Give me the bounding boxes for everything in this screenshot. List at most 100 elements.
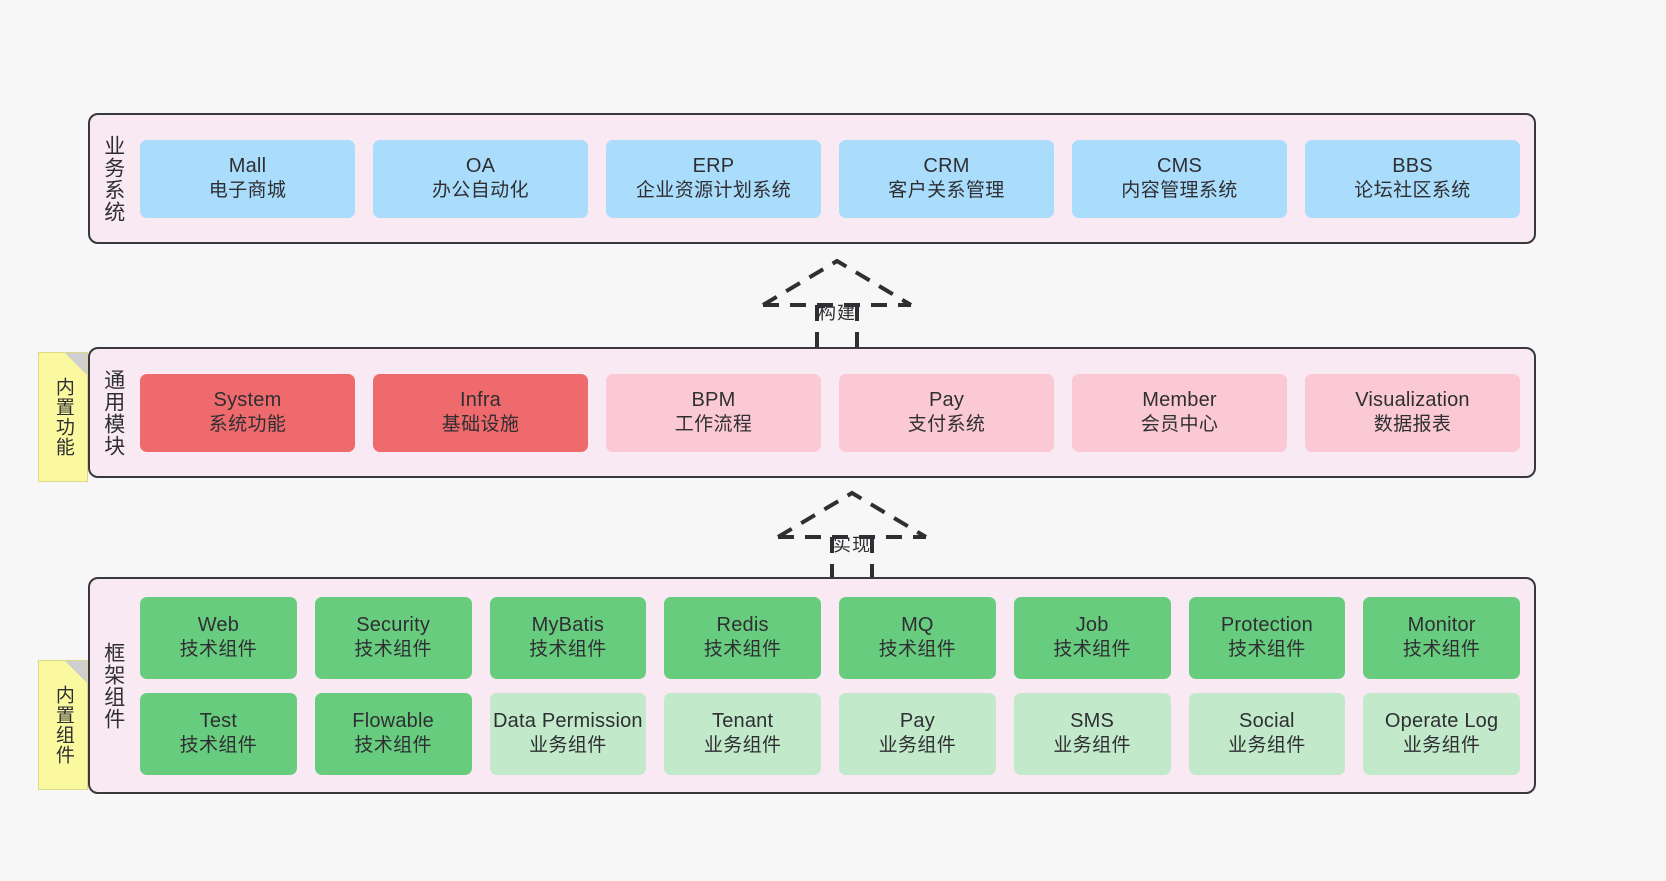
module-card-subtitle: 系统功能 — [208, 414, 287, 436]
component-card-name: SMS — [1070, 709, 1115, 732]
component-card-subtitle: 技术组件 — [1402, 639, 1481, 661]
module-card-erp[interactable]: ERP 企业资源计划系统 — [606, 139, 821, 218]
component-card-subtitle: 业务组件 — [703, 735, 782, 757]
module-card-subtitle: 工作流程 — [674, 414, 753, 436]
component-card-operate-log[interactable]: Operate Log 业务组件 — [1363, 692, 1520, 775]
component-card-name: Security — [356, 613, 431, 636]
note-fold-corner-icon — [65, 353, 87, 375]
layer-business-systems-body: Mall 电子商城 OA 办公自动化 ERP 企业资源计划系统 CRM 客户关系… — [136, 115, 1534, 242]
layer-framework-components: 框架组件 Web 技术组件 Security 技术组件 MyBatis 技术组件… — [88, 577, 1536, 794]
component-card-name: Test — [199, 709, 238, 732]
component-card-flowable[interactable]: Flowable 技术组件 — [314, 692, 472, 775]
component-card-subtitle: 业务组件 — [529, 735, 607, 757]
module-card-crm[interactable]: CRM 客户关系管理 — [839, 139, 1054, 218]
component-card-mybatis[interactable]: MyBatis 技术组件 — [489, 596, 647, 679]
module-card-name: BPM — [691, 388, 736, 411]
module-card-visualization[interactable]: Visualization 数据报表 — [1305, 373, 1520, 452]
module-card-member[interactable]: Member 会员中心 — [1072, 373, 1287, 452]
component-card-subtitle: 技术组件 — [529, 639, 607, 661]
module-card-subtitle: 客户关系管理 — [888, 180, 1005, 202]
module-card-oa[interactable]: OA 办公自动化 — [373, 139, 588, 218]
component-card-web[interactable]: Web 技术组件 — [140, 596, 297, 679]
connector-build: 构建 — [757, 257, 917, 353]
module-card-name: Pay — [928, 388, 965, 411]
component-card-subtitle: 业务组件 — [1053, 735, 1131, 757]
component-card-name: Operate Log — [1384, 709, 1499, 732]
component-card-subtitle: 技术组件 — [354, 735, 432, 757]
module-card-infra[interactable]: Infra 基础设施 — [373, 373, 588, 452]
module-card-subtitle: 论坛社区系统 — [1354, 180, 1471, 202]
module-card-subtitle: 会员中心 — [1140, 414, 1219, 436]
module-card-subtitle: 数据报表 — [1373, 414, 1452, 436]
layer-framework-components-title: 框架组件 — [101, 641, 125, 730]
component-card-name: Protection — [1220, 613, 1313, 636]
component-card-sms[interactable]: SMS 业务组件 — [1013, 692, 1171, 775]
module-card-subtitle: 支付系统 — [907, 414, 986, 436]
module-card-bpm[interactable]: BPM 工作流程 — [606, 373, 821, 452]
module-card-system[interactable]: System 系统功能 — [140, 373, 355, 452]
note-builtin-component-text: 内置组件 — [52, 685, 74, 765]
component-card-name: Job — [1075, 613, 1109, 636]
component-card-job[interactable]: Job 技术组件 — [1013, 596, 1171, 679]
component-card-name: MQ — [901, 613, 934, 636]
component-card-name: Social — [1239, 709, 1295, 732]
note-builtin-function: 内置功能 — [38, 352, 88, 482]
module-card-name: Mall — [228, 154, 267, 177]
module-card-name: Member — [1142, 388, 1217, 411]
module-card-name: System — [213, 388, 282, 411]
module-card-name: BBS — [1392, 154, 1433, 177]
component-card-name: Redis — [716, 613, 769, 636]
component-card-name: Data Permission — [493, 709, 643, 732]
component-card-tenant[interactable]: Tenant 业务组件 — [664, 692, 821, 775]
component-card-test[interactable]: Test 技术组件 — [140, 692, 297, 775]
layer-common-modules-title: 通用模块 — [101, 368, 125, 457]
layer-common-modules-body: System 系统功能 Infra 基础设施 BPM 工作流程 Pay 支付系统… — [136, 349, 1534, 476]
layer-framework-components-row-business: Test 技术组件 Flowable 技术组件 Data Permission … — [140, 692, 1520, 775]
component-card-subtitle: 技术组件 — [1228, 639, 1306, 661]
component-card-subtitle: 技术组件 — [354, 639, 432, 661]
component-card-name: Monitor — [1407, 613, 1476, 636]
component-card-subtitle: 技术组件 — [878, 639, 957, 661]
layer-framework-components-body: Web 技术组件 Security 技术组件 MyBatis 技术组件 Redi… — [136, 579, 1534, 792]
module-card-pay[interactable]: Pay 支付系统 — [839, 373, 1054, 452]
layer-common-modules-row: System 系统功能 Infra 基础设施 BPM 工作流程 Pay 支付系统… — [140, 373, 1520, 452]
component-card-pay[interactable]: Pay 业务组件 — [839, 692, 996, 775]
connector-implement-label: 实现 — [833, 535, 871, 555]
module-card-subtitle: 办公自动化 — [431, 180, 529, 202]
component-card-subtitle: 技术组件 — [703, 639, 782, 661]
module-card-mall[interactable]: Mall 电子商城 — [140, 139, 355, 218]
component-card-protection[interactable]: Protection 技术组件 — [1188, 596, 1346, 679]
connector-implement: 实现 — [772, 489, 932, 585]
component-card-name: MyBatis — [531, 613, 605, 636]
connector-build-label: 构建 — [818, 303, 856, 323]
module-card-name: CMS — [1156, 154, 1203, 177]
component-card-subtitle: 业务组件 — [1402, 735, 1481, 757]
component-card-subtitle: 业务组件 — [878, 735, 957, 757]
module-card-name: Infra — [459, 388, 502, 411]
component-card-redis[interactable]: Redis 技术组件 — [664, 596, 821, 679]
component-card-security[interactable]: Security 技术组件 — [314, 596, 472, 679]
component-card-name: Flowable — [352, 709, 434, 732]
layer-common-modules: 通用模块 System 系统功能 Infra 基础设施 BPM 工作流程 Pay… — [88, 347, 1536, 478]
layer-business-systems-title: 业务系统 — [101, 134, 125, 223]
note-builtin-function-text: 内置功能 — [52, 377, 74, 457]
component-card-name: Web — [197, 613, 240, 636]
layer-business-systems: 业务系统 Mall 电子商城 OA 办公自动化 ERP 企业资源计划系统 CRM… — [88, 113, 1536, 244]
module-card-name: Visualization — [1355, 388, 1470, 411]
module-card-cms[interactable]: CMS 内容管理系统 — [1072, 139, 1287, 218]
component-card-social[interactable]: Social 业务组件 — [1188, 692, 1346, 775]
component-card-subtitle: 技术组件 — [1053, 639, 1131, 661]
note-builtin-component: 内置组件 — [38, 660, 88, 790]
module-card-subtitle: 内容管理系统 — [1121, 180, 1238, 202]
component-card-subtitle: 技术组件 — [179, 735, 258, 757]
module-card-bbs[interactable]: BBS 论坛社区系统 — [1305, 139, 1520, 218]
component-card-subtitle: 业务组件 — [1228, 735, 1306, 757]
component-card-mq[interactable]: MQ 技术组件 — [839, 596, 996, 679]
component-card-name: Pay — [899, 709, 935, 732]
module-card-subtitle: 基础设施 — [441, 414, 520, 436]
layer-business-systems-row: Mall 电子商城 OA 办公自动化 ERP 企业资源计划系统 CRM 客户关系… — [140, 139, 1520, 218]
component-card-monitor[interactable]: Monitor 技术组件 — [1363, 596, 1520, 679]
note-fold-corner-icon — [65, 661, 87, 683]
component-card-data-permission[interactable]: Data Permission 业务组件 — [489, 692, 647, 775]
module-card-name: ERP — [692, 154, 735, 177]
